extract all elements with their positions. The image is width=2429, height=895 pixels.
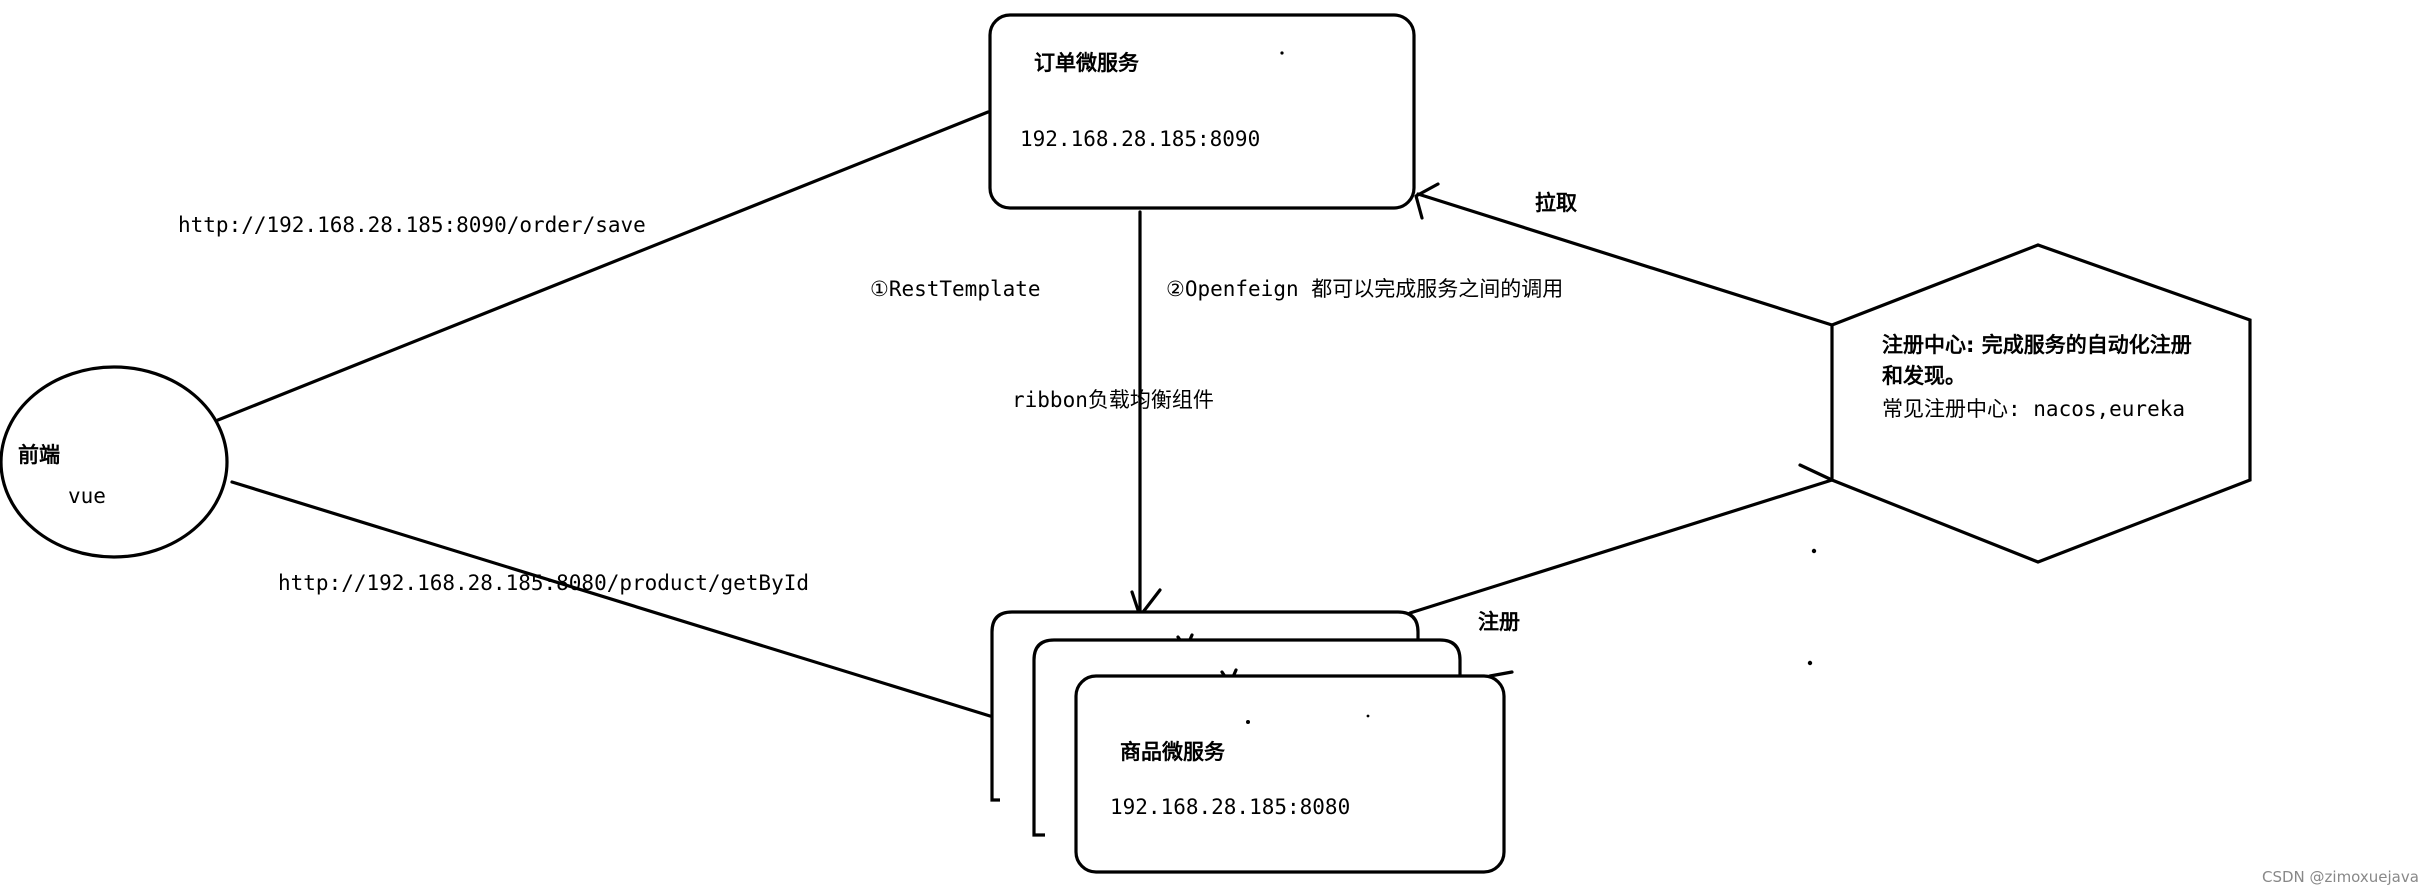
register-label: 注册 bbox=[1478, 610, 1520, 634]
product-service-address: 192.168.28.185:8080 bbox=[1110, 795, 1350, 819]
product-service-box bbox=[1074, 674, 1506, 874]
frontend-title: 前端 bbox=[18, 443, 60, 467]
frontend-node: 前端 vue bbox=[0, 365, 229, 559]
stray-dot bbox=[1811, 548, 1817, 554]
registry-line-1: 注册中心: 完成服务的自动化注册 bbox=[1882, 333, 2192, 357]
pull-arrowhead-icon bbox=[1414, 182, 1440, 220]
product-box-stray-dot bbox=[1246, 720, 1250, 724]
order-service-address: 192.168.28.185:8090 bbox=[1020, 127, 1260, 151]
pull-label: 拉取 bbox=[1535, 191, 1577, 215]
registry-to-order-pull-edge bbox=[1414, 182, 1834, 327]
frontend-to-order-edge bbox=[216, 110, 990, 422]
product-service-title: 商品微服务 bbox=[1120, 740, 1226, 764]
registry-line-3: 常见注册中心: nacos,eureka bbox=[1882, 397, 2185, 421]
frontend-to-product-edge bbox=[230, 480, 992, 718]
registry-line-2: 和发现。 bbox=[1882, 364, 1966, 388]
frontend-ellipse bbox=[0, 365, 229, 559]
frontend-to-product-url-label: http://192.168.28.185:8080/product/getBy… bbox=[278, 571, 809, 595]
order-service-box bbox=[988, 13, 1416, 210]
product-service-node: 商品微服务 192.168.28.185:8080 bbox=[990, 610, 1514, 874]
csdn-watermark: CSDN @zimoxuejava bbox=[2262, 868, 2419, 886]
frontend-to-order-url-label: http://192.168.28.185:8090/order/save bbox=[178, 213, 646, 237]
registry-node: 注册中心: 完成服务的自动化注册 和发现。 常见注册中心: nacos,eure… bbox=[1830, 243, 2252, 564]
order-to-product-call-edge bbox=[1130, 210, 1162, 620]
registry-hexagon bbox=[1830, 243, 2252, 564]
product-to-registry-register-edge bbox=[1408, 463, 1834, 615]
openfeign-label: ②Openfeign 都可以完成服务之间的调用 bbox=[1166, 277, 1563, 301]
order-service-title: 订单微服务 bbox=[1034, 51, 1140, 75]
frontend-subtitle: vue bbox=[68, 484, 106, 508]
product-box-stray-dot-2 bbox=[1366, 714, 1370, 718]
order-service-node: 订单微服务 192.168.28.185:8090 bbox=[988, 13, 1416, 210]
ribbon-label: ribbon负载均衡组件 bbox=[1012, 388, 1214, 412]
stray-dot bbox=[1807, 660, 1813, 666]
rest-template-label: ①RestTemplate bbox=[870, 277, 1041, 301]
order-box-stray-dot bbox=[1280, 51, 1284, 55]
